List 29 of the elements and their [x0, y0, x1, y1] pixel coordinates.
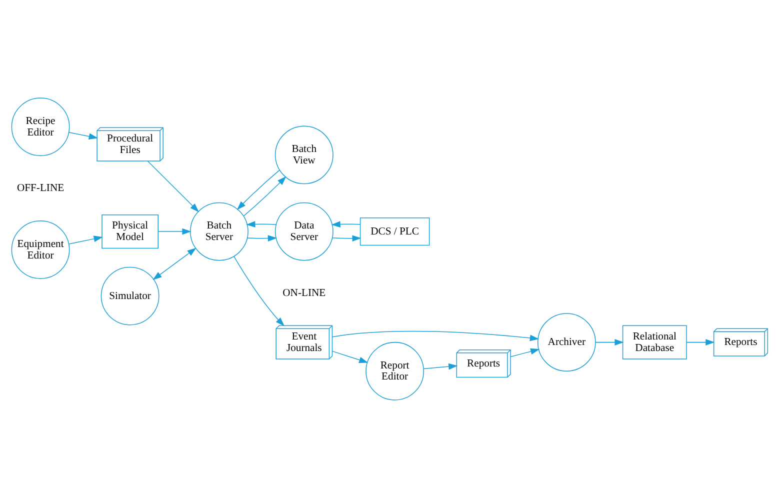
arrow [510, 348, 540, 358]
arrow [152, 248, 196, 280]
arrow [158, 228, 192, 235]
node-circle: Data Server [274, 202, 334, 261]
arrow [246, 221, 276, 228]
arrow [686, 339, 715, 346]
arrow [247, 235, 278, 242]
arrow [68, 132, 98, 140]
node-circle: Report Editor [366, 342, 424, 400]
node-box: Relational Database [622, 325, 687, 360]
node-circle: Equipment Editor [11, 220, 70, 279]
label: ON-LINE [282, 288, 326, 299]
node-box: Physical Model [102, 214, 158, 249]
label: OFF-LINE [16, 183, 64, 194]
arrow [595, 339, 624, 346]
arrow [236, 170, 280, 210]
arrow [234, 256, 285, 326]
node-circle: Simulator [100, 266, 160, 326]
arrow [332, 350, 368, 364]
arrow [331, 221, 361, 228]
node-box: DCS / PLC [360, 218, 430, 246]
node-circle: Recipe Editor [11, 98, 70, 156]
arrow [68, 236, 103, 244]
arrow [243, 176, 286, 216]
arrow [147, 160, 200, 212]
arrow [332, 235, 362, 242]
arrow [423, 363, 458, 370]
arrow [332, 330, 540, 342]
node-circle: Archiver [537, 313, 596, 372]
